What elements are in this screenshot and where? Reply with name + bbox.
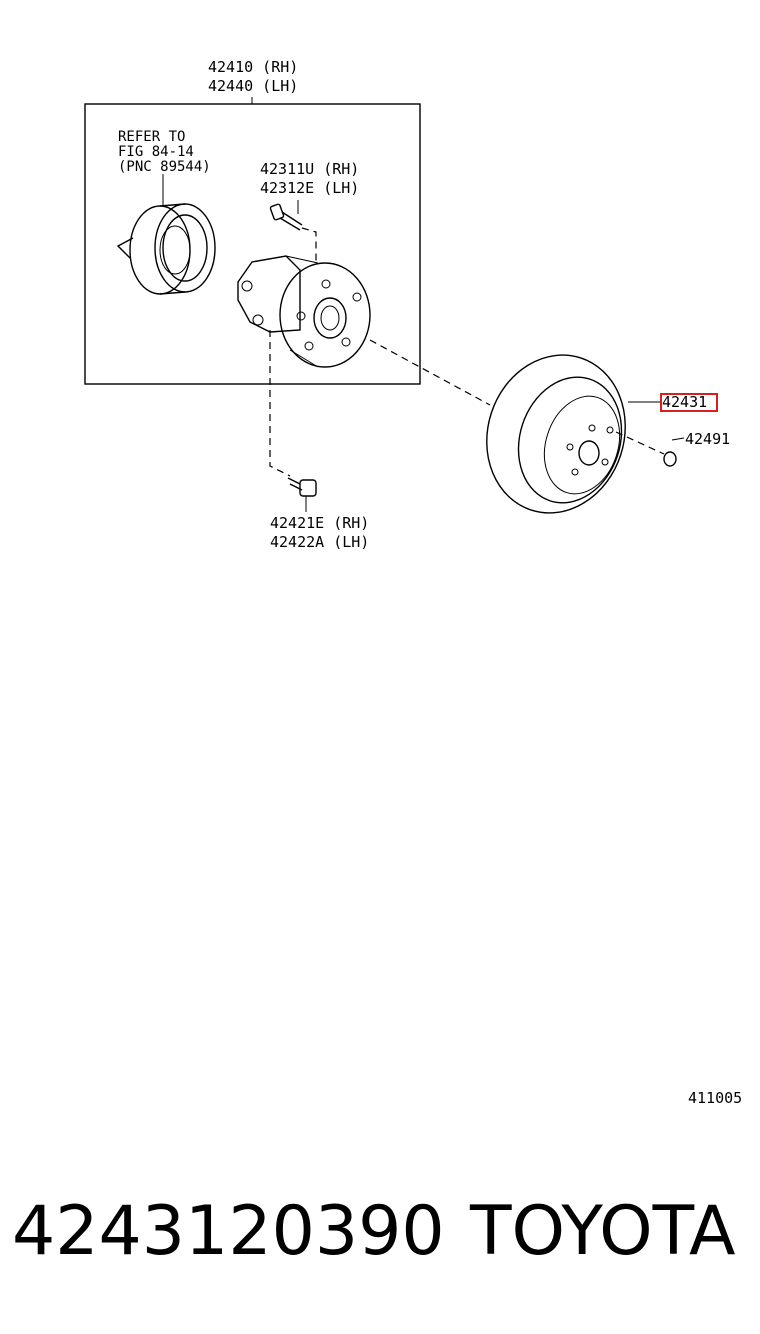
- hub-bolt-drawing: [269, 200, 317, 262]
- refer-line-3: (PNC 89544): [118, 159, 211, 175]
- assembly-rh-label: 42410 (RH): [208, 58, 299, 76]
- disc-label[interactable]: 42431: [662, 393, 708, 411]
- mount-bolt-drawing: [287, 477, 317, 512]
- part-number: 4243120390: [12, 1192, 445, 1271]
- bearing-drawing: [116, 174, 216, 295]
- assembly-lh-label: 42440 (LH): [208, 77, 299, 95]
- screw-drawing: [615, 431, 685, 467]
- mount-bolt-lh-label: 42422A (LH): [270, 533, 370, 551]
- hub-bolt-rh-label: 42311U (RH): [260, 160, 360, 178]
- screw-label: 42491: [685, 430, 731, 448]
- hub-drawing: [237, 255, 371, 368]
- brand-name: TOYOTA: [470, 1192, 736, 1271]
- mount-bolt-rh-label: 42421E (RH): [270, 514, 370, 532]
- disc-highlight-box: [660, 393, 718, 412]
- refer-line-2: FIG 84-14: [118, 144, 194, 160]
- hub-bolt-lh-label: 42312E (LH): [260, 179, 360, 197]
- brake-disc-drawing: [486, 354, 660, 514]
- refer-line-1: REFER TO: [118, 129, 186, 145]
- figure-number: 411005: [688, 1089, 743, 1107]
